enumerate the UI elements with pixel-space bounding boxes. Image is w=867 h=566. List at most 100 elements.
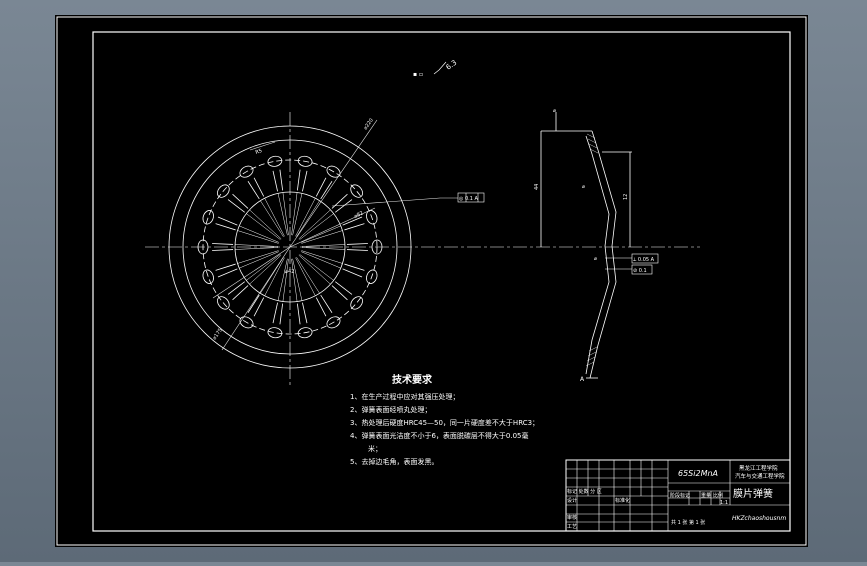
slot-hole (239, 316, 254, 329)
finger-slot-line (296, 169, 301, 191)
finger-slot-line (272, 302, 278, 324)
note-4: 4、弹簧表面光洁度不小于6，表面脱碳层不得大于0.05毫 (350, 431, 529, 440)
tolerance-frame-left-text: ◎ 0.1 A (459, 196, 478, 202)
finger-inner-line (235, 244, 279, 247)
finger-slot-line (315, 297, 327, 317)
finger-inner-line (301, 247, 345, 250)
svg-text:12: 12 (623, 194, 629, 200)
finger-slot-line (247, 181, 260, 200)
slot-hole (217, 184, 230, 198)
finger-slot-line (227, 199, 245, 213)
finger-inner-line (249, 209, 282, 240)
slot-hole (326, 316, 341, 329)
col-stage: 阶段标记 (670, 492, 690, 499)
slot-hole (217, 296, 230, 310)
finger-slot-line (344, 223, 365, 231)
std-label: 标准化 (615, 497, 630, 504)
finger-slot-line (279, 169, 284, 191)
finger-inner-line (277, 193, 288, 236)
finger-inner-line (299, 254, 334, 281)
finger-inner-line (300, 251, 341, 269)
title-block (565, 459, 791, 532)
finger-slot-line (212, 249, 234, 251)
slot-hole (350, 296, 363, 310)
finger-slot-line (272, 170, 278, 192)
col-weight: 重量 (701, 492, 711, 499)
inner-frame (92, 31, 791, 532)
svg-text:44: 44 (534, 184, 540, 190)
roughness-symbol (433, 61, 447, 75)
drawing-number: HKZchaoshousnm (732, 515, 786, 522)
title-block-text: 65Si2MnA 黑龙江工程学院 汽车与交通工程学院 膜片弹簧 标记 处数 分 … (567, 464, 786, 530)
finger-slot-line (232, 193, 249, 209)
finger-inner-line (295, 198, 316, 237)
finger-inner-line (295, 257, 316, 296)
svg-text:⌀: ⌀ (582, 184, 585, 190)
datum-label: A (580, 376, 585, 383)
finger-slot-line (320, 294, 333, 313)
review-label: 审核 (567, 514, 577, 521)
finger-slot-line (217, 216, 238, 226)
finger-slot-line (335, 281, 353, 295)
col-scale: 比例 (713, 492, 723, 499)
slot-hole (350, 184, 363, 198)
roughness-prefix: ▪ ▫ (413, 71, 423, 78)
centerlines (145, 112, 700, 385)
finger-slot-line (232, 285, 249, 301)
technical-notes: 技术要求 1、在生产过程中应对其强压处理； 2、弹簧表面经喷丸处理； 3、热处理… (350, 373, 539, 466)
section-view (540, 112, 632, 379)
finger-inner-line (291, 192, 298, 236)
slot-hole (267, 327, 283, 339)
col-marks: 标记 处数 分 区 (567, 488, 602, 495)
slot-hole (202, 269, 214, 284)
svg-text:⌀42: ⌀42 (285, 269, 294, 275)
note-1: 1、在生产过程中应对其强压处理； (350, 392, 459, 401)
finger-inner-line (298, 254, 331, 285)
finger-slot-line (346, 249, 368, 251)
finger-inner-line (301, 250, 343, 264)
process-label: 工艺 (567, 524, 577, 530)
designer-label: 设计 (567, 497, 577, 504)
finger-inner-line (264, 257, 285, 296)
scale-value: 1:1 (720, 500, 728, 506)
svg-text:R5: R5 (255, 148, 263, 156)
finger-slot-line (346, 243, 368, 245)
finger-inner-line (277, 258, 288, 301)
finger-inner-line (301, 244, 345, 247)
sheet-info: 共 1 张 第 1 张 (671, 519, 705, 526)
profile-outer (589, 130, 617, 379)
finger-slot-line (253, 297, 265, 317)
finger-inner-line (282, 258, 289, 302)
note-5: 5、去掉边毛角，表面发黑。 (350, 457, 438, 466)
finger-inner-line (301, 230, 343, 244)
finger-inner-line (292, 258, 303, 301)
slot-hole (239, 165, 254, 178)
outer-border (56, 16, 807, 546)
finger-slot-line (217, 268, 238, 278)
svg-text:⌀: ⌀ (553, 108, 556, 114)
finger-inner-line (237, 250, 279, 264)
school-line-2: 汽车与交通工程学院 (735, 472, 785, 480)
material-text: 65Si2MnA (678, 469, 718, 478)
finger-inner-line (239, 251, 280, 269)
slot-hole (202, 210, 214, 225)
finger-inner-line (246, 254, 281, 281)
finger-slot-line (247, 294, 260, 313)
viewport-background (55, 15, 808, 547)
part-name: 膜片弹簧 (733, 487, 773, 500)
finger-slot-line (335, 199, 353, 213)
finger-inner-line (260, 200, 284, 238)
tolerance-frame-left: ◎ 0.1 A (457, 192, 485, 203)
finger-slot-line (302, 302, 308, 324)
finger-slot-line (215, 223, 236, 231)
finger-inner-line (239, 225, 280, 243)
finger-slot-line (212, 243, 234, 245)
tolerance-frame-right-2: ⊘ 0.1 (633, 268, 647, 274)
finger-slot-line (320, 181, 333, 200)
finger-inner-line (235, 247, 279, 250)
finger-slot-line (331, 285, 348, 301)
slot-hole (366, 269, 378, 284)
finger-inner-line (282, 192, 289, 236)
